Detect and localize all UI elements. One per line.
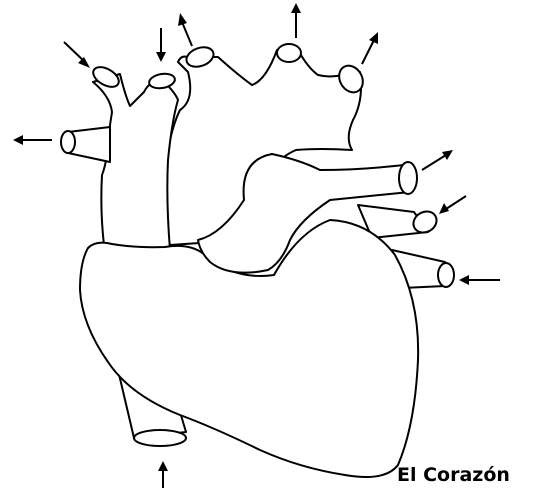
arrow-inflow-pulmonary-vein-lower: [459, 275, 500, 285]
arrow-outflow-aorta-1: [178, 13, 192, 46]
arrow-outflow-pulmonary-artery: [422, 150, 453, 170]
arrow-inflow-svc-left: [64, 42, 90, 68]
left-vessel-opening: [61, 131, 75, 153]
arrow-inflow-svc-right: [156, 28, 166, 62]
ivc-opening: [134, 430, 186, 446]
aorta-branch-2: [277, 44, 301, 62]
arrow-outflow-aorta-2: [291, 3, 301, 38]
pulmonary-vein-lower-opening: [438, 263, 454, 287]
arrow-outflow-aorta-3: [362, 32, 378, 64]
arrow-outflow-left-vessel: [13, 135, 52, 145]
arrow-inflow-pulmonary-vein-upper: [439, 196, 466, 214]
arrow-inflow-ivc: [158, 461, 168, 488]
pulmonary-trunk-opening: [399, 162, 417, 194]
svc-opening-right: [148, 72, 176, 90]
diagram-caption: El Corazón: [397, 464, 510, 486]
